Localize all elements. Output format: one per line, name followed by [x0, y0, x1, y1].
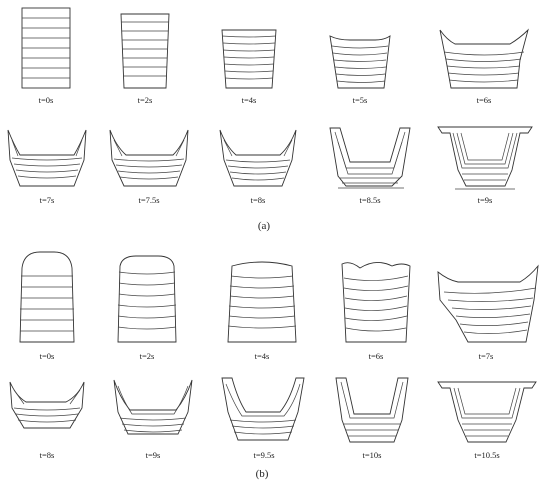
time-caption: t=9s: [146, 450, 161, 460]
time-caption: t=7.5s: [138, 195, 159, 205]
time-caption: t=8.5s: [359, 195, 380, 205]
time-caption: t=7s: [479, 351, 494, 361]
layer-lines: [334, 131, 406, 189]
workpiece-shape: [329, 35, 391, 89]
time-caption: t=2s: [138, 95, 153, 105]
frame-b1-1: t=0s: [19, 251, 75, 361]
workpiece-shape: [120, 13, 170, 89]
frame-b1-5: t=7s: [437, 264, 539, 361]
frame-a2-4: t=8.5s: [329, 127, 411, 205]
panel-label-a: (a): [258, 220, 271, 232]
time-caption: t=10.5s: [474, 450, 499, 460]
frame-a1-2: t=2s: [120, 13, 170, 105]
frame-a1-4: t=5s: [329, 35, 391, 105]
time-caption: t=0s: [39, 95, 54, 105]
workpiece-shape: [221, 29, 277, 89]
frame-a2-2: t=7.5s: [109, 129, 189, 205]
workpiece-shape: [219, 129, 297, 187]
workpiece-shape: [437, 381, 537, 443]
layer-lines: [11, 139, 83, 179]
layer-lines: [22, 17, 70, 79]
frame-b2-1: t=8s: [9, 381, 85, 460]
layer-lines: [113, 139, 185, 180]
workpiece-shape: [221, 377, 305, 441]
layer-lines: [453, 387, 521, 437]
frame-a2-5: t=9s: [437, 126, 533, 205]
frame-b2-3: t=9.5s: [221, 377, 305, 460]
workpiece-shape: [109, 129, 189, 187]
time-caption: t=8s: [40, 450, 55, 460]
frame-b2-5: t=10.5s: [437, 381, 537, 460]
workpiece-shape: [439, 28, 529, 89]
time-caption: t=5s: [353, 95, 368, 105]
layer-lines: [20, 275, 74, 332]
workpiece-shape: [117, 255, 177, 343]
frame-b2-2: t=9s: [113, 379, 193, 460]
time-caption: t=9.5s: [253, 450, 274, 460]
layer-lines: [225, 383, 301, 435]
layer-lines: [13, 389, 81, 423]
time-caption: t=8s: [251, 195, 266, 205]
frame-a2-3: t=8s: [219, 129, 297, 205]
frame-a2-1: t=7s: [7, 129, 87, 205]
time-caption: t=6s: [477, 95, 492, 105]
layer-lines: [343, 275, 409, 332]
layer-lines: [117, 385, 189, 433]
time-caption: t=6s: [369, 351, 384, 361]
panel-label-b: (b): [256, 468, 269, 480]
frame-b1-3: t=4s: [227, 261, 297, 361]
layer-lines: [121, 21, 169, 77]
workpiece-shape: [437, 264, 539, 343]
workpiece-shape: [227, 261, 297, 343]
frame-a1-1: t=0s: [21, 7, 71, 105]
workpiece-shape: [19, 251, 75, 343]
frame-b1-4: t=6s: [341, 262, 411, 361]
layer-lines: [221, 35, 277, 80]
time-caption: t=9s: [478, 195, 493, 205]
layer-lines: [443, 51, 525, 83]
time-caption: t=7s: [40, 195, 55, 205]
time-caption: t=4s: [242, 95, 257, 105]
time-caption: t=4s: [255, 351, 270, 361]
workpiece-shape: [9, 381, 85, 429]
layer-lines: [331, 45, 389, 83]
workpiece-shape: [335, 377, 409, 443]
layer-lines: [227, 275, 297, 329]
layer-lines: [340, 381, 404, 437]
frame-b1-2: t=2s: [117, 255, 177, 361]
time-caption: t=2s: [140, 351, 155, 361]
workpiece-shape: [7, 129, 87, 187]
time-caption: t=10s: [363, 450, 382, 460]
workpiece-shape: [329, 127, 411, 187]
workpiece-shape: [437, 126, 533, 187]
time-caption: t=0s: [40, 351, 55, 361]
layer-lines: [223, 139, 293, 181]
layer-lines: [117, 271, 177, 330]
frame-a1-3: t=4s: [221, 29, 277, 105]
layer-lines: [452, 132, 518, 190]
workpiece-shape: [341, 262, 411, 343]
frame-b2-4: t=10s: [335, 377, 409, 460]
frame-a1-5: t=6s: [439, 28, 529, 105]
layer-lines: [443, 287, 537, 334]
